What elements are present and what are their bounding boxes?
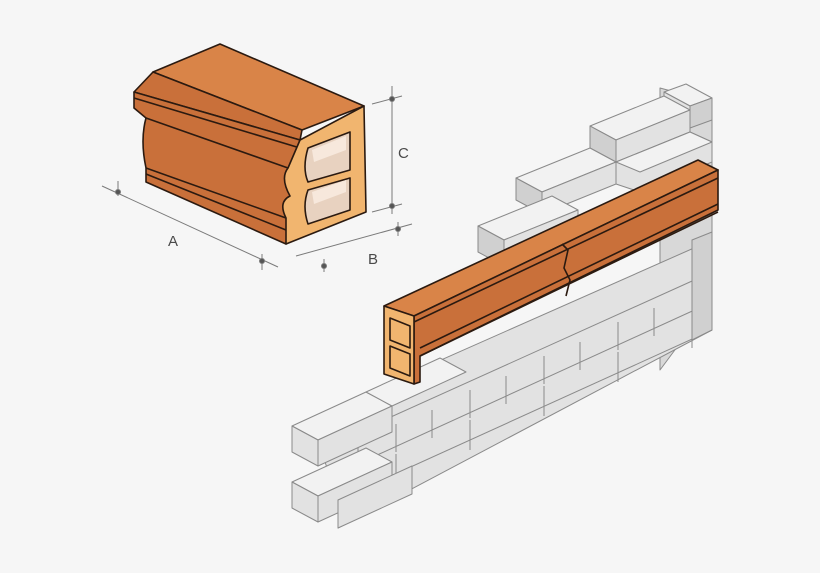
dimension-line-b [295, 223, 413, 257]
brick-wall [291, 83, 713, 529]
wall-coping-course [383, 159, 719, 385]
dimension-line-a [101, 185, 279, 268]
dimension-label-a: A [168, 233, 178, 250]
detail-coping-brick [133, 43, 367, 245]
dimension-lines [101, 86, 413, 272]
dimension-label-b: B [368, 251, 378, 268]
lower-step-bricks [291, 357, 467, 529]
dimension-label-c: C [398, 145, 409, 162]
